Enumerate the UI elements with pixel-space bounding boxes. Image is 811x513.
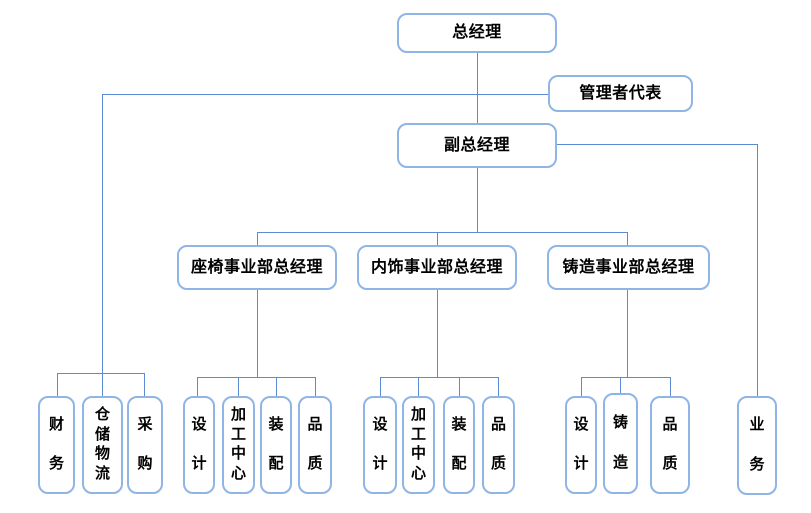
connector-division3-bar	[581, 377, 671, 378]
node-business: 业务	[737, 396, 777, 495]
node-general-manager: 总经理	[397, 13, 557, 53]
node-label: 总经理	[452, 24, 502, 41]
connector-business-riser	[757, 144, 758, 396]
connector-drop-division-3	[627, 232, 628, 245]
connector-deputy-to-divisions	[477, 168, 478, 232]
node-casting-design: 设计	[565, 396, 597, 494]
connector-division3-stem	[627, 290, 628, 377]
node-casting-quality: 品质	[650, 396, 690, 494]
node-label: 内饰事业部总经理	[370, 258, 503, 276]
node-interior-quality: 品质	[482, 396, 515, 494]
node-seat-assembly: 装配	[260, 396, 292, 494]
connector-drop-seat-machining	[238, 377, 239, 396]
connector-drop-finance	[57, 373, 58, 396]
connector-hq-bar	[57, 373, 145, 374]
connector-drop-procurement	[144, 373, 145, 396]
connector-division1-stem	[257, 290, 258, 377]
node-label: 铸造事业部总经理	[562, 258, 695, 276]
connector-drop-casting-casting	[620, 377, 621, 396]
connector-drop-casting-quality	[670, 377, 671, 396]
connector-drop-interior-machining	[418, 377, 419, 396]
node-seat-design: 设计	[183, 396, 215, 494]
connector-drop-seat-design	[197, 377, 198, 396]
node-seat-machining-center: 加工中心	[222, 396, 255, 494]
node-procurement: 采购	[127, 396, 163, 494]
connector-drop-interior-quality	[498, 377, 499, 396]
node-casting-division-gm: 铸造事业部总经理	[547, 245, 710, 290]
node-casting-casting: 铸造	[603, 393, 638, 494]
connector-drop-seat-quality	[315, 377, 316, 396]
node-interior-assembly: 装配	[443, 396, 475, 494]
node-deputy-general-manager: 副总经理	[397, 123, 557, 168]
connector-division2-stem	[437, 290, 438, 377]
connector-to-representative	[102, 94, 548, 95]
connector-gm-to-deputy	[477, 53, 478, 123]
connector-drop-interior-design	[380, 377, 381, 396]
node-finance: 财务	[38, 396, 75, 494]
connector-drop-division-1	[257, 232, 258, 245]
node-label: 管理者代表	[579, 84, 662, 102]
connector-drop-casting-design	[581, 377, 582, 396]
connector-left-riser	[102, 94, 103, 373]
connector-drop-interior-assembly	[459, 377, 460, 396]
node-label: 座椅事业部总经理	[190, 258, 323, 276]
node-seat-division-gm: 座椅事业部总经理	[177, 245, 337, 290]
connector-drop-division-2	[437, 232, 438, 245]
node-management-representative: 管理者代表	[548, 75, 693, 112]
connector-division1-bar	[197, 377, 315, 378]
connector-division2-bar	[380, 377, 498, 378]
node-interior-machining-center: 加工中心	[402, 396, 435, 494]
node-seat-quality: 品质	[298, 396, 332, 494]
node-warehouse-logistics: 仓储物流	[82, 396, 123, 494]
connector-divisions-bar	[257, 232, 628, 233]
node-label: 副总经理	[443, 136, 510, 154]
connector-deputy-to-business	[557, 144, 757, 145]
node-interior-design: 设计	[363, 396, 397, 494]
node-interior-division-gm: 内饰事业部总经理	[357, 245, 517, 290]
connector-drop-warehouse	[102, 373, 103, 396]
connector-drop-seat-assembly	[276, 377, 277, 396]
